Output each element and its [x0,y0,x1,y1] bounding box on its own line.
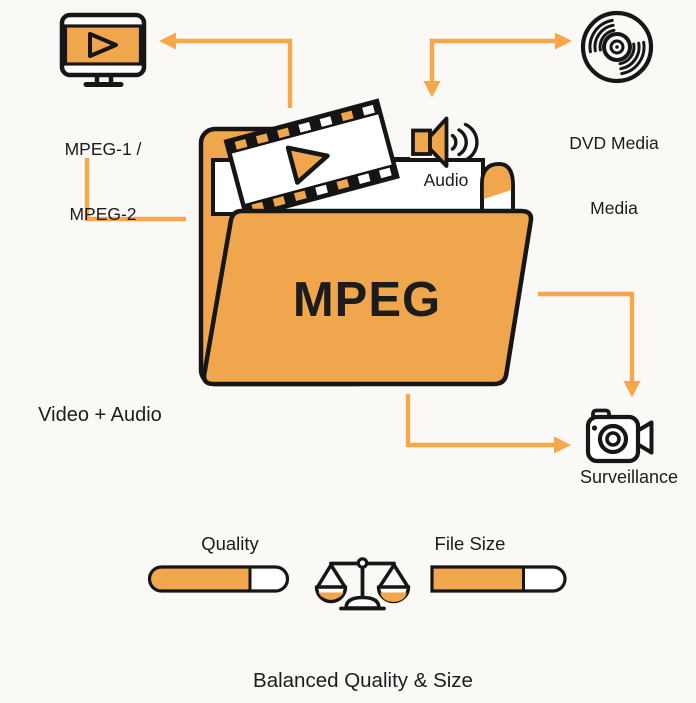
film-strip-icon [223,98,400,220]
monitor-play-triangle-icon [88,32,118,58]
arrowhead-right-icon [555,32,572,50]
monitor-stand [94,75,114,82]
dvd-label-line1: DVD Media [569,132,659,153]
film-sprockets-bottom [251,167,392,213]
arrowhead-left-icon [159,32,176,50]
folder-icon [198,98,534,387]
arrow-folder-to-player [176,38,293,108]
file-size-bar-fill [433,568,524,590]
sound-waves-icon [450,122,479,162]
scale-right-hanger [378,564,410,588]
arrowhead-right2-icon [554,436,571,454]
camera-indicator-dot [591,425,598,431]
disc-grooves [588,18,646,76]
file-size-bar-outline [430,565,567,593]
quality-bar [147,565,290,593]
line-player-to-folder [84,158,186,222]
folder-paper-curl-top [483,166,512,199]
player-label: MPEG-1 / MPEG-2 [43,95,163,270]
film-sprockets-top [234,104,375,150]
disc-hub-inner [609,39,625,55]
connector-arrows [84,32,641,454]
speaker-cone [428,116,449,168]
dvd-disc-icon [580,10,654,84]
audio-label: Audio [423,170,469,190]
folder-front-panel [201,208,534,387]
disc-center-dot [615,45,619,49]
arrow-to-dvd-and-audio [429,38,556,81]
folder-title: MPEG [292,273,442,327]
disc-outer [580,10,654,84]
surveillance-label: Surveillance [579,467,679,487]
balanced-caption: Balanced Quality & Size [253,669,473,692]
speaker-driver [411,128,432,156]
arrowhead-down2-icon [623,381,641,398]
monitor-play-icon [59,12,147,87]
arrowhead-down-icon [423,81,441,98]
scale-base [344,595,381,610]
speaker-icon [411,116,479,168]
video-audio-label: Video + Audio [38,404,162,426]
dvd-label-line2: Media [590,198,638,219]
scale-right-pan-fill [380,592,407,602]
scale-pivot [356,557,369,569]
scale-left-hanger [316,564,347,588]
file-size-label: File Size [434,533,506,554]
arrow-folder-to-surveillance-bottom [405,394,555,448]
arrow-folder-to-surveillance-right [538,291,635,381]
camera-lens-inner [605,431,621,447]
disc-hub-outer [602,32,632,62]
dvd-label: DVD Media Media [553,89,675,264]
player-label-line2: MPEG-2 [69,204,137,225]
quality-bar-outline [147,565,290,593]
quality-label: Quality [201,533,259,554]
player-label-line1: MPEG-1 / [64,138,142,159]
quality-bar-fill [151,568,250,590]
file-size-bar [430,565,567,593]
camera-icon [585,408,654,464]
film-play-icon [285,145,330,185]
scale-left-pan-fill [318,592,344,600]
balance-scale-icon [314,557,411,611]
